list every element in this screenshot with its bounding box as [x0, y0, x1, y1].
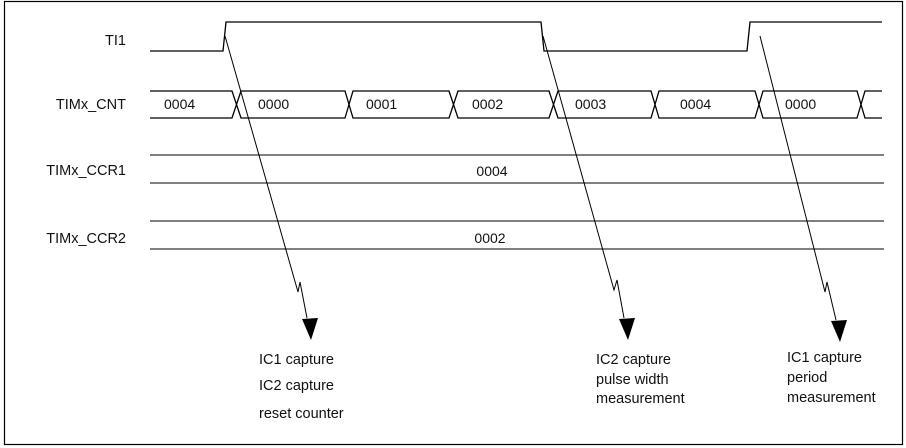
label-timx-ccr2: TIMx_CCR2 — [46, 231, 126, 247]
annotation-third-line1: IC1 capture — [787, 350, 862, 366]
ccr2-bus — [150, 220, 884, 250]
counter-value: 0004 — [680, 96, 711, 112]
counter-value: 0000 — [785, 96, 816, 112]
counter-value: 0002 — [472, 96, 503, 112]
arrow-first-capture — [224, 35, 318, 340]
arrow-third-capture — [759, 35, 847, 342]
annotation-third-line2: period — [787, 370, 827, 386]
annotation-third-line3: measurement — [787, 390, 876, 406]
label-ti1: TI1 — [105, 33, 126, 49]
counter-value: 0004 — [164, 96, 195, 112]
label-timx-cnt: TIMx_CNT — [56, 97, 126, 113]
ccr1-value: 0004 — [476, 163, 507, 179]
arrow-second-capture — [542, 35, 635, 340]
counter-value: 0001 — [366, 96, 397, 112]
annotation-first-line1: IC1 capture — [259, 352, 334, 368]
annotation-second-line1: IC2 capture — [596, 352, 671, 368]
ccr1-bus — [150, 154, 884, 184]
diagram-border — [3, 0, 904, 446]
annotation-first-line2: IC2 capture — [259, 378, 334, 394]
ccr2-value: 0002 — [474, 230, 505, 246]
annotation-first-line3: reset counter — [259, 406, 344, 422]
annotation-second-line2: pulse width — [596, 372, 669, 388]
annotation-second-line3: measurement — [596, 391, 685, 407]
label-timx-ccr1: TIMx_CCR1 — [46, 163, 126, 179]
counter-bus — [150, 90, 882, 119]
counter-value: 0000 — [258, 96, 289, 112]
ti1-waveform — [150, 21, 882, 52]
counter-value: 0003 — [575, 96, 606, 112]
